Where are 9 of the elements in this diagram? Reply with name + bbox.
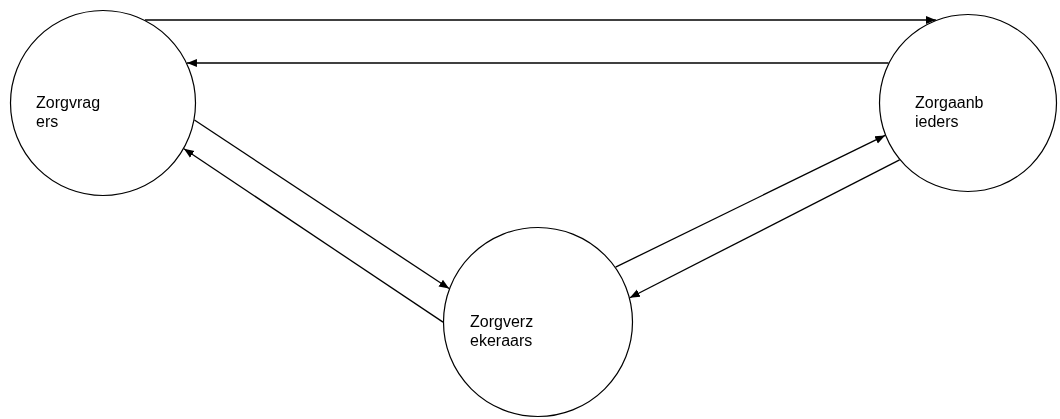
arrow xyxy=(183,148,444,323)
arrow xyxy=(186,59,890,67)
arrow xyxy=(193,119,450,290)
node-label: Zorgverz ekeraars xyxy=(470,312,535,350)
arrow xyxy=(629,159,901,299)
arrow xyxy=(614,134,886,268)
node-label: Zorgaanb ieders xyxy=(915,93,985,131)
arrow xyxy=(144,16,937,24)
node-label: Zorgvrag ers xyxy=(36,93,102,131)
